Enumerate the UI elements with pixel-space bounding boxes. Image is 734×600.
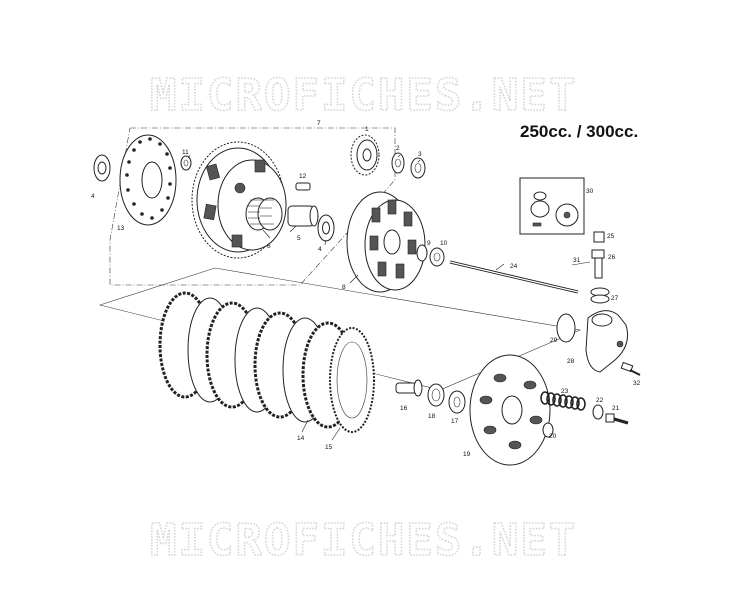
nut-part-9 (416, 244, 428, 262)
callout-29: 29 (550, 337, 558, 344)
inner-hub-part-8 (346, 191, 426, 293)
gear-part-1 (350, 134, 380, 176)
callout-labels: 7 11 12 1 2 3 4 13 5 6 4 8 9 10 24 30 25… (91, 120, 641, 458)
washer-part-22 (592, 404, 604, 420)
gasket-part-29 (556, 313, 576, 343)
callout-27: 27 (611, 295, 619, 302)
callout-21: 21 (612, 405, 620, 412)
assembly-frame-7 (109, 127, 396, 286)
callout-3: 3 (418, 151, 422, 158)
callout-28: 28 (567, 358, 575, 365)
callout-30: 30 (586, 188, 594, 195)
watermark-top: MICROFICHES.NET (150, 70, 577, 121)
bleed-bolt-part-26 (591, 249, 605, 279)
callout-24: 24 (510, 263, 518, 270)
callout-5: 5 (297, 235, 301, 242)
washer-part-17 (448, 390, 466, 414)
model-heading: 250cc. / 300cc. (520, 122, 638, 141)
callout-19: 19 (463, 451, 471, 458)
circlip-part-11 (180, 155, 192, 171)
callout-17: 17 (451, 418, 459, 425)
watermark-bottom: MICROFICHES.NET (150, 515, 577, 566)
bolt-part-21 (605, 413, 629, 425)
callout-14: 14 (297, 435, 305, 442)
washer-part-4 (93, 154, 111, 182)
callout-6: 6 (267, 243, 271, 250)
seal-kit-part-30 (519, 177, 585, 235)
o-ring-part-27 (590, 287, 610, 304)
callout-25: 25 (607, 233, 615, 240)
callout-2: 2 (396, 145, 400, 152)
nut-part-3 (410, 157, 426, 179)
washer-part-4b (317, 214, 335, 242)
washer-part-2 (391, 152, 405, 174)
callout-32: 32 (633, 380, 641, 387)
callout-8: 8 (342, 284, 346, 291)
callout-9: 9 (427, 240, 431, 247)
callout-7: 7 (317, 120, 321, 127)
callout-18: 18 (428, 413, 436, 420)
thrust-piece-part-16 (395, 379, 423, 397)
bearing-part-18 (427, 383, 445, 407)
callout-26: 26 (608, 254, 616, 261)
circlip-part-20 (542, 422, 554, 438)
push-rod-part-24 (449, 260, 579, 294)
callout-31: 31 (573, 257, 581, 264)
callout-13: 13 (117, 225, 125, 232)
callout-16: 16 (400, 405, 408, 412)
spring-part-23 (540, 391, 586, 411)
callout-10: 10 (440, 240, 448, 247)
sleeve-part-5 (287, 205, 319, 227)
callout-4a: 4 (91, 193, 95, 200)
callout-15: 15 (325, 444, 333, 451)
slave-cylinder-part-28 (585, 310, 629, 373)
pressure-plate-part-19 (469, 354, 551, 466)
callout-20: 20 (549, 433, 557, 440)
washer-part-10 (429, 247, 445, 267)
callout-22: 22 (596, 397, 604, 404)
drive-disc-part-13 (119, 134, 177, 226)
callout-4b: 4 (318, 246, 322, 253)
callout-11: 11 (182, 149, 189, 156)
bolt-part-32 (620, 361, 641, 376)
bleed-nipple-part-25 (593, 231, 605, 243)
callout-23: 23 (561, 388, 569, 395)
pin-part-12 (295, 182, 311, 191)
leader-lines (187, 154, 591, 441)
callout-12: 12 (299, 173, 307, 180)
needle-bearing-part-6 (245, 197, 283, 231)
clutch-disc-stack (158, 291, 375, 433)
callout-1: 1 (365, 126, 369, 133)
